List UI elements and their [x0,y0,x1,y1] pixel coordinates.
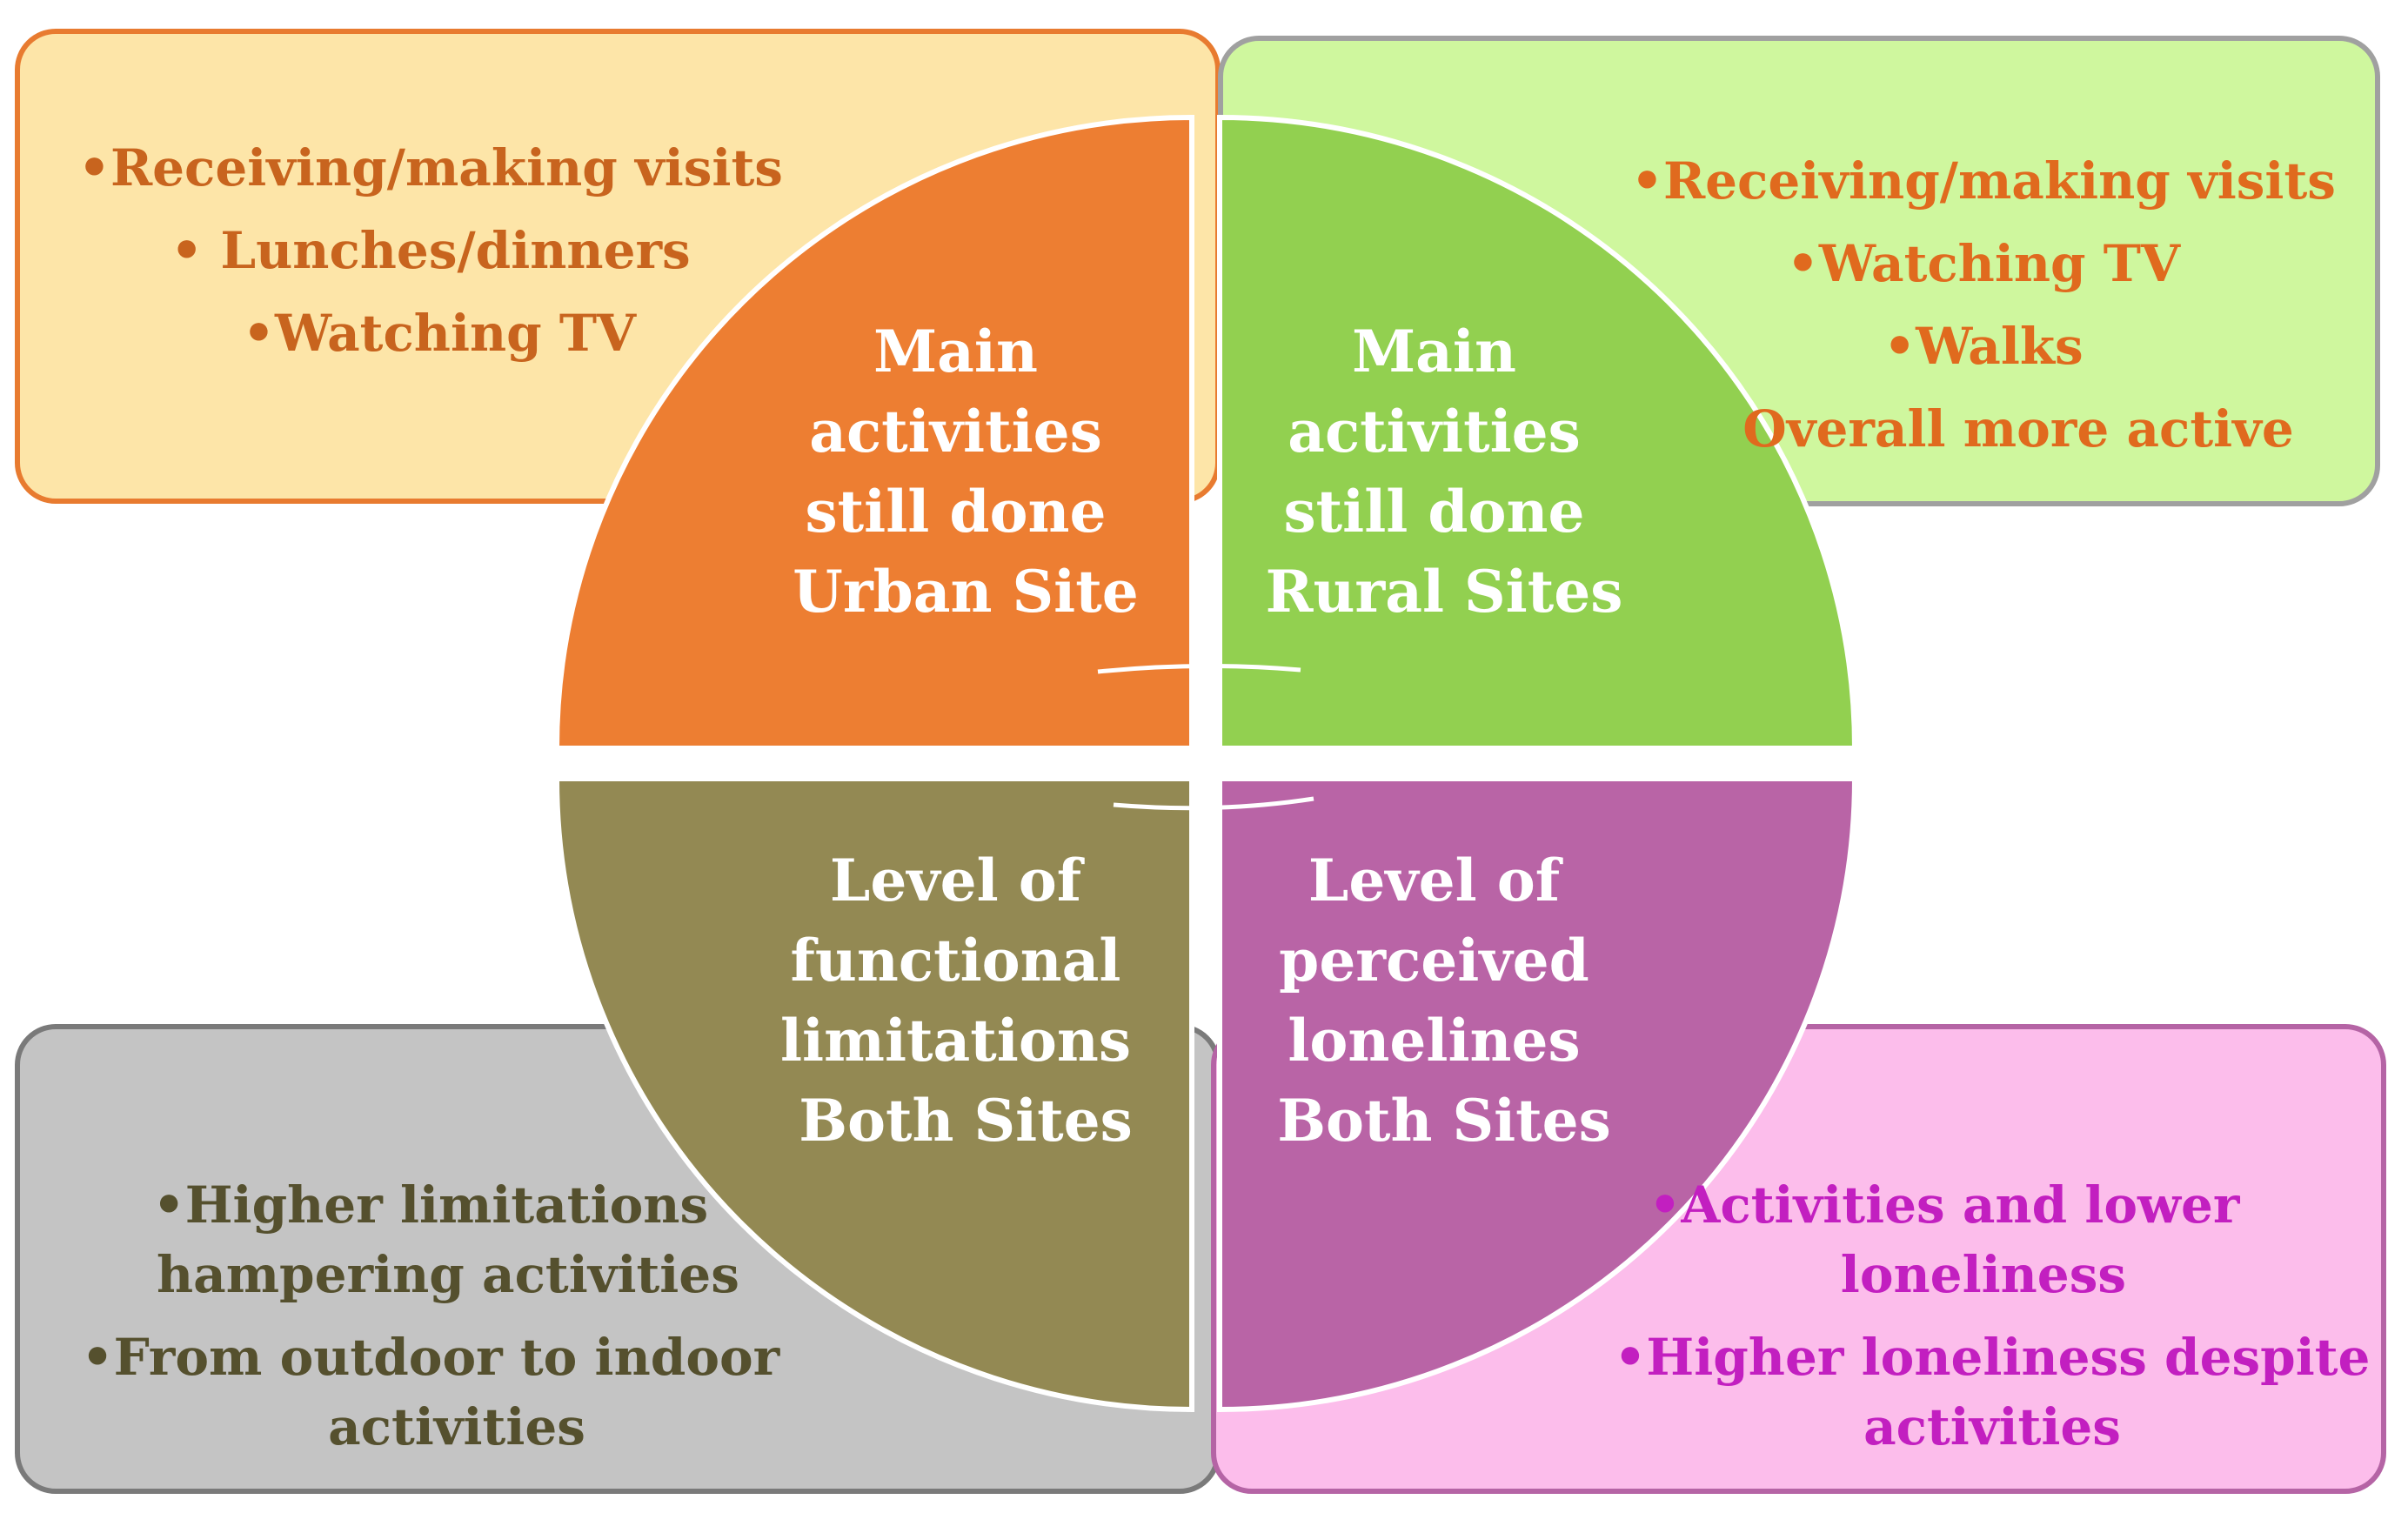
functional-limitations-list: •Higher limitations hampering activities… [82,1175,798,1456]
loneliness-list: •Activities and lower loneliness •Higher… [1614,1175,2387,1456]
center-curl-top [1097,663,1301,674]
quadrant-functional [553,776,1194,1413]
quadrant-urban-title: Main activities still done Urban Site [793,318,1138,626]
urban-activities-list: •Receiving/making visits • Lunches/dinne… [78,138,800,363]
quadrant-functional-title: Level of functional limitations Both Sit… [780,847,1151,1155]
quadrant-lonely [1217,776,1858,1413]
quadrant-rural [1217,114,1858,751]
quadrant-urban [553,114,1194,751]
rural-activities-list: •Receiving/making visits •Watching TV •W… [1631,151,2353,459]
quadrant-rural-title: Main activities still done Rural Sites [1266,318,1623,626]
center-curl-bottom [1113,796,1314,811]
quadrant-lonely-title: Level of perceived lonelines Both Sites [1277,847,1611,1155]
